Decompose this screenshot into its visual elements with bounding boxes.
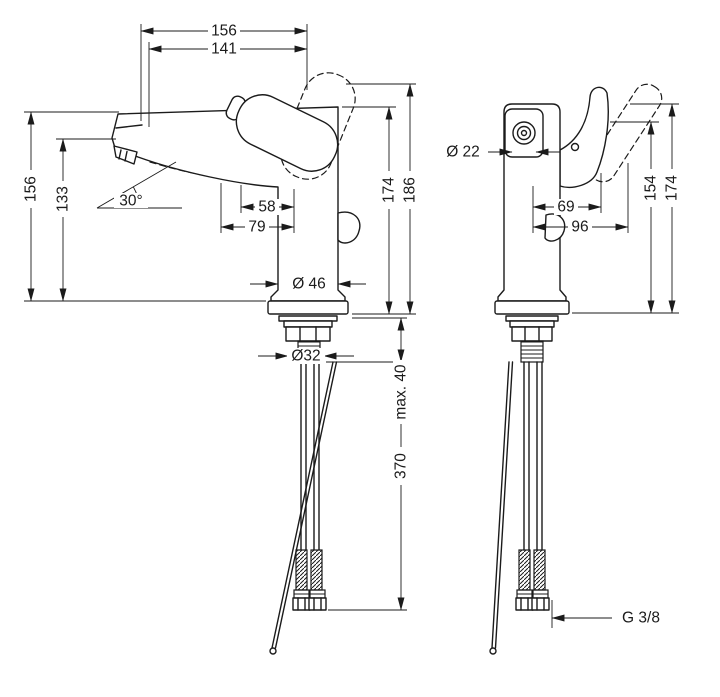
- dim-label-79: 79: [248, 219, 265, 236]
- handle-lever-dashed: [587, 83, 663, 183]
- dim-label-69: 69: [557, 199, 574, 216]
- extension-lines: [326, 83, 416, 611]
- threaded-shank: [520, 340, 544, 363]
- mounting-nut-facets: [299, 326, 317, 342]
- dim-label-154: 154: [643, 175, 660, 201]
- handle-lever-solid: [235, 94, 339, 172]
- popup-rod: [491, 361, 514, 649]
- dim-label-reach-spout: 141: [211, 41, 237, 58]
- hose-connector: [293, 589, 310, 599]
- dim-label-aerator-diameter: Ø 22: [446, 144, 480, 161]
- hose-nut: [292, 597, 311, 611]
- hose-nut-facets: [313, 597, 322, 611]
- base-escutcheon: [267, 300, 349, 315]
- hose-crimp: [295, 549, 308, 591]
- dim-label-58: 58: [258, 199, 275, 216]
- hose-crimp: [310, 549, 323, 591]
- hose-nut-facets: [297, 597, 306, 611]
- dim-label-spray-angle: 30°: [119, 193, 142, 210]
- mounting-nut-facets: [524, 326, 540, 342]
- dim-label-hose-length: 370: [393, 453, 410, 479]
- aerator-detail-line: [115, 124, 143, 129]
- hose-connector: [309, 589, 326, 599]
- dim-label-connection-thread: G 3/8: [622, 610, 660, 627]
- hose-crimp: [518, 549, 531, 591]
- aerator-face: [504, 108, 544, 158]
- aerator: [113, 145, 138, 165]
- extension-lines: [140, 24, 308, 127]
- dim-label-reach-overall: 156: [211, 23, 237, 40]
- hose-connector: [516, 589, 533, 599]
- hose-nut-facets: [536, 597, 545, 611]
- base-escutcheon: [494, 300, 570, 315]
- popup-rod-tip: [489, 647, 497, 655]
- aerator-ring-mid: [516, 125, 532, 141]
- hose-crimp: [533, 549, 546, 591]
- aerator-ring-inner: [520, 129, 528, 137]
- mounting-washer: [283, 320, 333, 328]
- dim-label-base-diameter: Ø 46: [292, 276, 326, 293]
- dim-label-hole-diameter: Ø32: [291, 348, 320, 365]
- dim-label-174-front: 174: [664, 175, 681, 201]
- popup-rod-lever: [544, 213, 566, 242]
- hose-connector: [532, 589, 549, 599]
- mounting-washer: [278, 315, 338, 322]
- popup-rod-tip: [269, 647, 277, 655]
- mounting-washer: [509, 320, 555, 328]
- handle-lever-solid: [559, 86, 609, 189]
- mounting-washer: [505, 315, 559, 322]
- popup-rod: [271, 361, 338, 649]
- side-view-faucet: [111, 72, 361, 655]
- front-view-faucet: [489, 83, 663, 655]
- dim-label-96: 96: [571, 219, 588, 236]
- hose-nut: [308, 597, 327, 611]
- mounting-nut: [285, 326, 331, 342]
- hose-nut: [531, 597, 550, 611]
- supply-hoses: [523, 361, 543, 551]
- dim-label-174-side: 174: [381, 177, 398, 203]
- hose-nut-facets: [520, 597, 529, 611]
- supply-hoses: [300, 361, 320, 551]
- aerator-ticks: [118, 149, 128, 162]
- mounting-nut: [511, 326, 553, 342]
- aerator-ring-outer: [512, 121, 536, 145]
- handle-pivot-dot: [570, 142, 580, 152]
- hose-nut: [515, 597, 534, 611]
- dim-label-186: 186: [402, 177, 419, 203]
- dimension-labels: 156 141 156 133 30° 58 79 Ø 46 Ø32 174 1…: [23, 23, 681, 627]
- dim-label-mounting-thickness: max. 40: [393, 364, 410, 420]
- dim-label-height-spout-tip: 156: [23, 176, 40, 202]
- dim-label-height-outlet: 133: [55, 186, 72, 212]
- popup-rod-lever: [337, 211, 361, 244]
